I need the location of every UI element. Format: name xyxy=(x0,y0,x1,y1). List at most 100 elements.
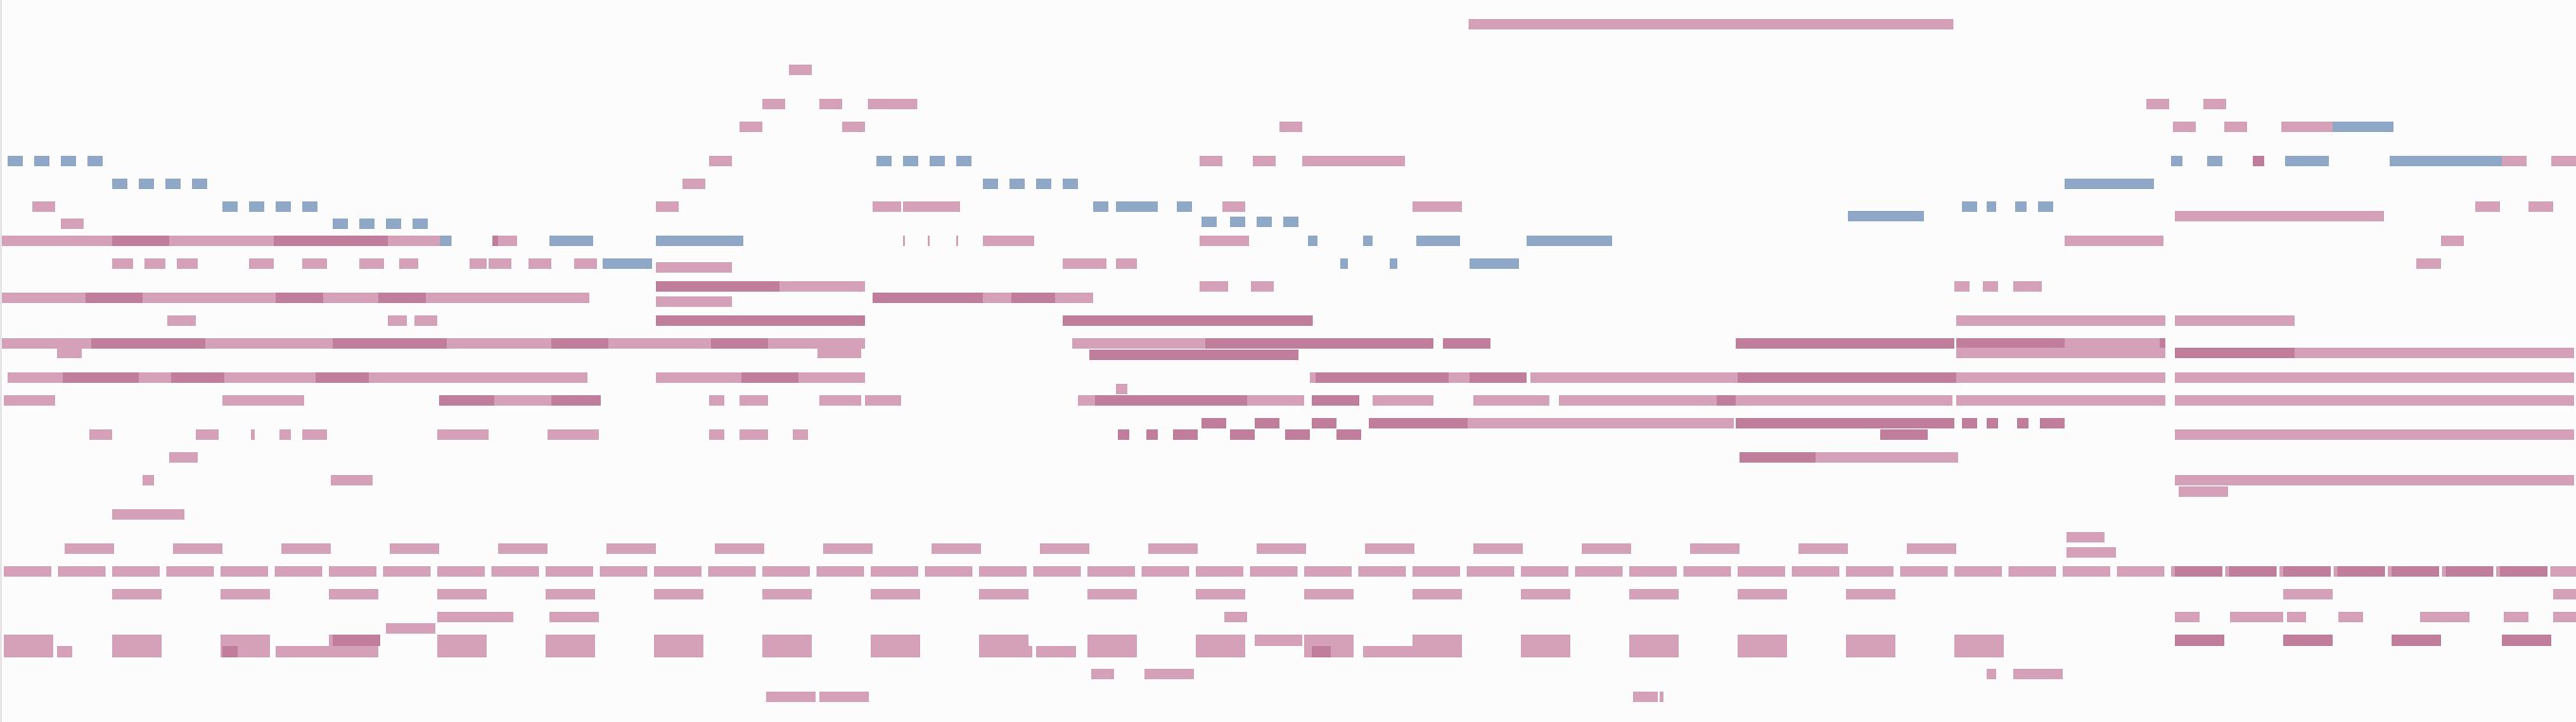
note-block xyxy=(1962,201,1977,212)
note-block xyxy=(983,179,998,189)
note-block xyxy=(1846,635,1895,657)
note-block xyxy=(221,589,270,599)
note-block xyxy=(2420,612,2470,622)
note-block xyxy=(1036,646,1061,657)
note-block xyxy=(276,293,323,303)
note-block xyxy=(1308,236,1317,246)
note-block xyxy=(2067,532,2105,542)
note-block xyxy=(1738,635,1787,657)
note-block xyxy=(932,201,960,212)
note-block xyxy=(766,692,816,702)
note-block xyxy=(112,635,162,657)
note-block xyxy=(166,566,214,577)
note-block xyxy=(1738,566,1785,577)
note-block xyxy=(2175,635,2224,646)
note-block xyxy=(1116,201,1144,212)
note-block xyxy=(903,156,918,166)
note-block xyxy=(983,646,1032,657)
note-block xyxy=(65,543,114,554)
note-block xyxy=(1255,418,1279,428)
note-block xyxy=(1470,258,1519,269)
note-block xyxy=(1880,429,1928,440)
note-block xyxy=(546,566,593,577)
note-block xyxy=(173,543,222,554)
note-block xyxy=(2392,566,2439,577)
note-block xyxy=(4,566,51,577)
note-block xyxy=(413,218,428,229)
note-block xyxy=(1255,635,1302,646)
note-block xyxy=(167,315,196,326)
note-block xyxy=(682,179,705,189)
note-block xyxy=(656,281,779,292)
note-block xyxy=(1095,395,1247,406)
note-block xyxy=(2229,566,2277,577)
note-block xyxy=(491,566,539,577)
note-block xyxy=(1956,348,2165,358)
note-block xyxy=(2040,418,2065,428)
note-block xyxy=(144,258,165,269)
note-block xyxy=(276,646,329,657)
note-block xyxy=(333,338,447,349)
note-block xyxy=(656,296,732,307)
note-block xyxy=(302,429,327,440)
note-block xyxy=(956,156,971,166)
note-block xyxy=(1316,372,1449,383)
note-block xyxy=(779,281,865,292)
note-block xyxy=(1201,217,1217,227)
note-block xyxy=(1250,566,1298,577)
note-block xyxy=(57,646,72,657)
note-block xyxy=(222,646,238,657)
note-block xyxy=(762,589,812,599)
note-block xyxy=(1253,156,1276,166)
note-block xyxy=(2553,612,2576,622)
note-block xyxy=(192,179,207,189)
note-block xyxy=(1846,589,1895,599)
note-block xyxy=(1633,692,1658,702)
note-block xyxy=(1230,217,1245,227)
note-block xyxy=(842,122,865,132)
note-block xyxy=(112,566,160,577)
note-block xyxy=(1177,201,1192,212)
note-block xyxy=(709,395,724,406)
note-block xyxy=(1525,418,1734,428)
note-block xyxy=(388,315,407,326)
note-block xyxy=(1196,635,1245,657)
note-block xyxy=(817,348,861,358)
note-block xyxy=(1962,372,1981,383)
note-block xyxy=(249,201,264,212)
note-block xyxy=(1736,338,1954,349)
left-edge-divider xyxy=(0,0,2,722)
note-block xyxy=(2392,635,2441,646)
note-block xyxy=(1063,258,1106,269)
note-block xyxy=(390,543,439,554)
note-block xyxy=(1987,418,1998,428)
note-block xyxy=(2175,211,2384,221)
note-block xyxy=(2065,236,2163,246)
note-block xyxy=(1521,566,1568,577)
note-block xyxy=(494,236,517,246)
note-block xyxy=(1201,418,1226,428)
note-block xyxy=(1470,372,1527,383)
note-block xyxy=(1738,372,1956,383)
note-block xyxy=(1717,395,1736,406)
note-block xyxy=(1987,201,1996,212)
note-block xyxy=(983,293,1011,303)
note-block xyxy=(437,566,485,577)
note-block xyxy=(2067,547,2116,558)
note-block xyxy=(1792,566,1839,577)
note-block xyxy=(1443,338,1490,349)
note-block xyxy=(1683,566,1731,577)
note-block xyxy=(2207,156,2222,166)
note-block xyxy=(1087,589,1137,599)
note-block xyxy=(2175,566,2222,577)
note-block xyxy=(333,635,380,646)
note-block xyxy=(1148,543,1198,554)
note-block xyxy=(2013,372,2025,383)
note-block xyxy=(654,589,703,599)
note-block xyxy=(709,429,724,440)
note-block xyxy=(1629,566,1677,577)
note-block xyxy=(1142,566,1189,577)
note-block xyxy=(112,509,184,520)
note-block xyxy=(2171,156,2182,166)
